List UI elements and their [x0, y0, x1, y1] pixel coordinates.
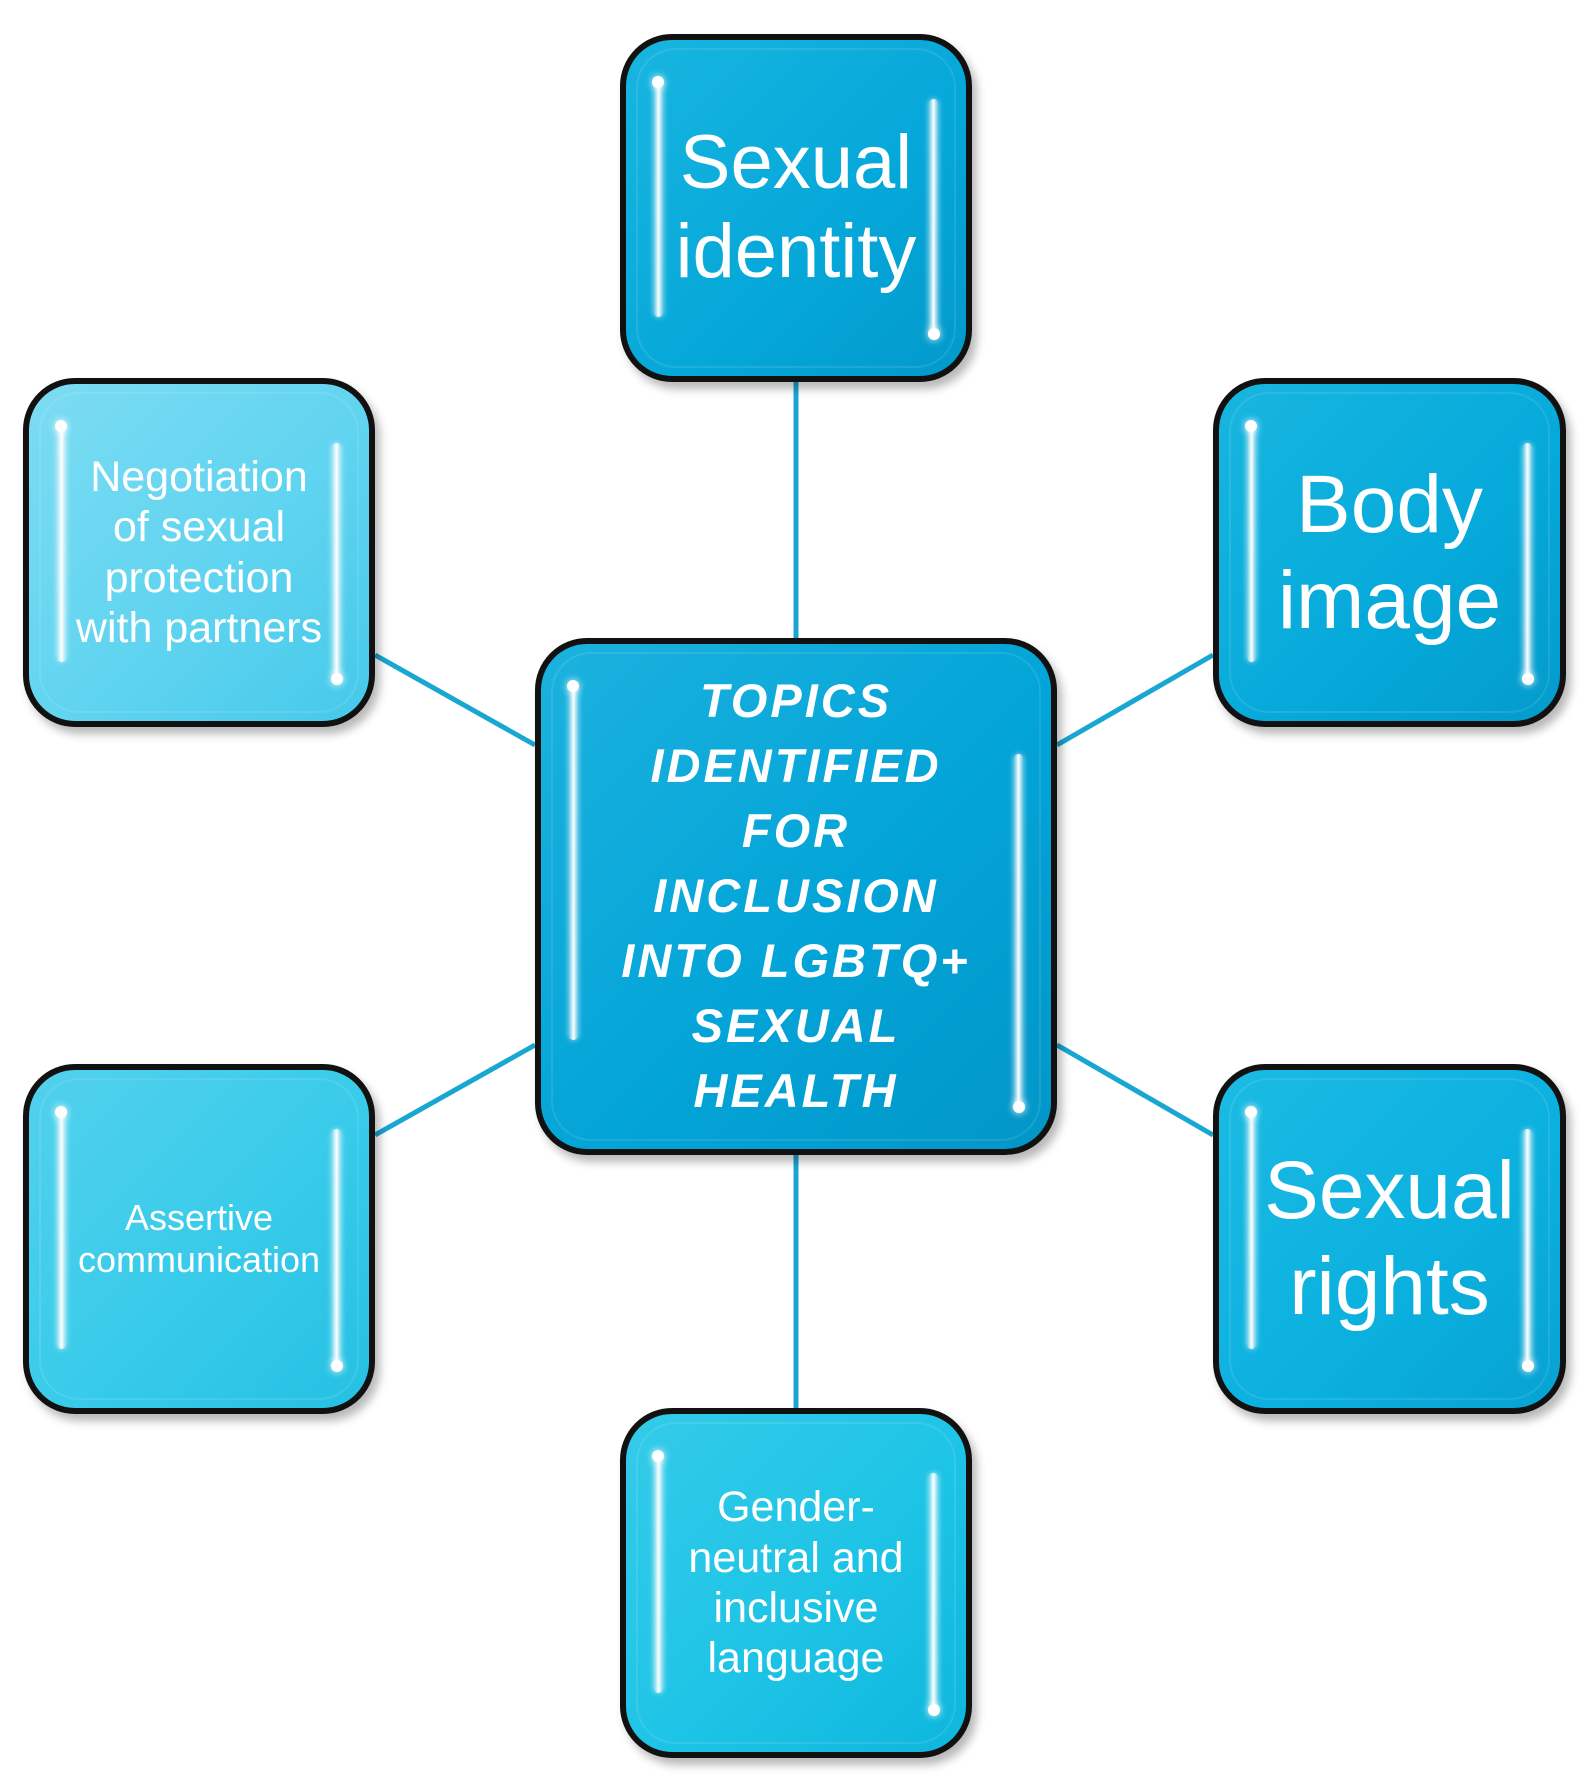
- highlight-dot: [1522, 1360, 1534, 1372]
- highlight-bar: [1014, 753, 1023, 1107]
- highlight-bar: [332, 443, 341, 679]
- topic-node-negotiation-protection: Negotiation of sexual protection with pa…: [23, 378, 375, 727]
- highlight-bar: [57, 426, 66, 662]
- highlight-dot: [331, 673, 343, 685]
- topic-label: Negotiation of sexual protection with pa…: [75, 452, 323, 652]
- highlight-dot: [567, 680, 579, 692]
- highlight-bar: [569, 686, 578, 1040]
- highlight-dot: [1245, 1106, 1257, 1118]
- topic-node-inclusive-language: Gender- neutral and inclusive language: [620, 1408, 972, 1758]
- highlight-dot: [652, 1450, 664, 1462]
- center-topic-node: TOPICS IDENTIFIED FOR INCLUSION INTO LGB…: [535, 638, 1057, 1155]
- highlight-bar: [332, 1129, 341, 1366]
- topic-label: Sexual rights: [1264, 1145, 1515, 1332]
- highlight-bar: [1247, 1112, 1256, 1349]
- topic-label: Gender- neutral and inclusive language: [688, 1483, 904, 1683]
- center-topic-label: TOPICS IDENTIFIED FOR INCLUSION INTO LGB…: [621, 674, 971, 1117]
- highlight-bar: [654, 82, 663, 318]
- highlight-bar: [929, 1473, 938, 1710]
- connector-left-top: [373, 652, 537, 748]
- highlight-dot: [331, 1360, 343, 1372]
- highlight-bar: [1523, 1129, 1532, 1366]
- topic-node-assertive-communication: Assertive communication: [23, 1064, 375, 1414]
- topic-label: Body image: [1277, 458, 1502, 646]
- highlight-bar: [57, 1112, 66, 1349]
- highlight-dot: [1245, 420, 1257, 432]
- highlight-dot: [55, 1106, 67, 1118]
- topic-node-sexual-identity: Sexual identity: [620, 34, 972, 382]
- highlight-bar: [654, 1456, 663, 1693]
- connector-left-bottom: [373, 1042, 537, 1138]
- highlight-dot: [1013, 1101, 1025, 1113]
- highlight-dot: [1522, 673, 1534, 685]
- highlight-bar: [929, 98, 938, 334]
- highlight-dot: [652, 76, 664, 88]
- highlight-dot: [55, 420, 67, 432]
- highlight-dot: [928, 328, 940, 340]
- highlight-dot: [928, 1704, 940, 1716]
- connector-right-bottom: [1055, 1042, 1215, 1138]
- highlight-bar: [1523, 443, 1532, 679]
- highlight-bar: [1247, 426, 1256, 662]
- topic-label: Assertive communication: [77, 1196, 321, 1280]
- topic-node-body-image: Body image: [1213, 378, 1566, 727]
- connector-right-top: [1055, 652, 1215, 748]
- topic-node-sexual-rights: Sexual rights: [1213, 1064, 1566, 1414]
- topic-label: Sexual identity: [675, 120, 917, 294]
